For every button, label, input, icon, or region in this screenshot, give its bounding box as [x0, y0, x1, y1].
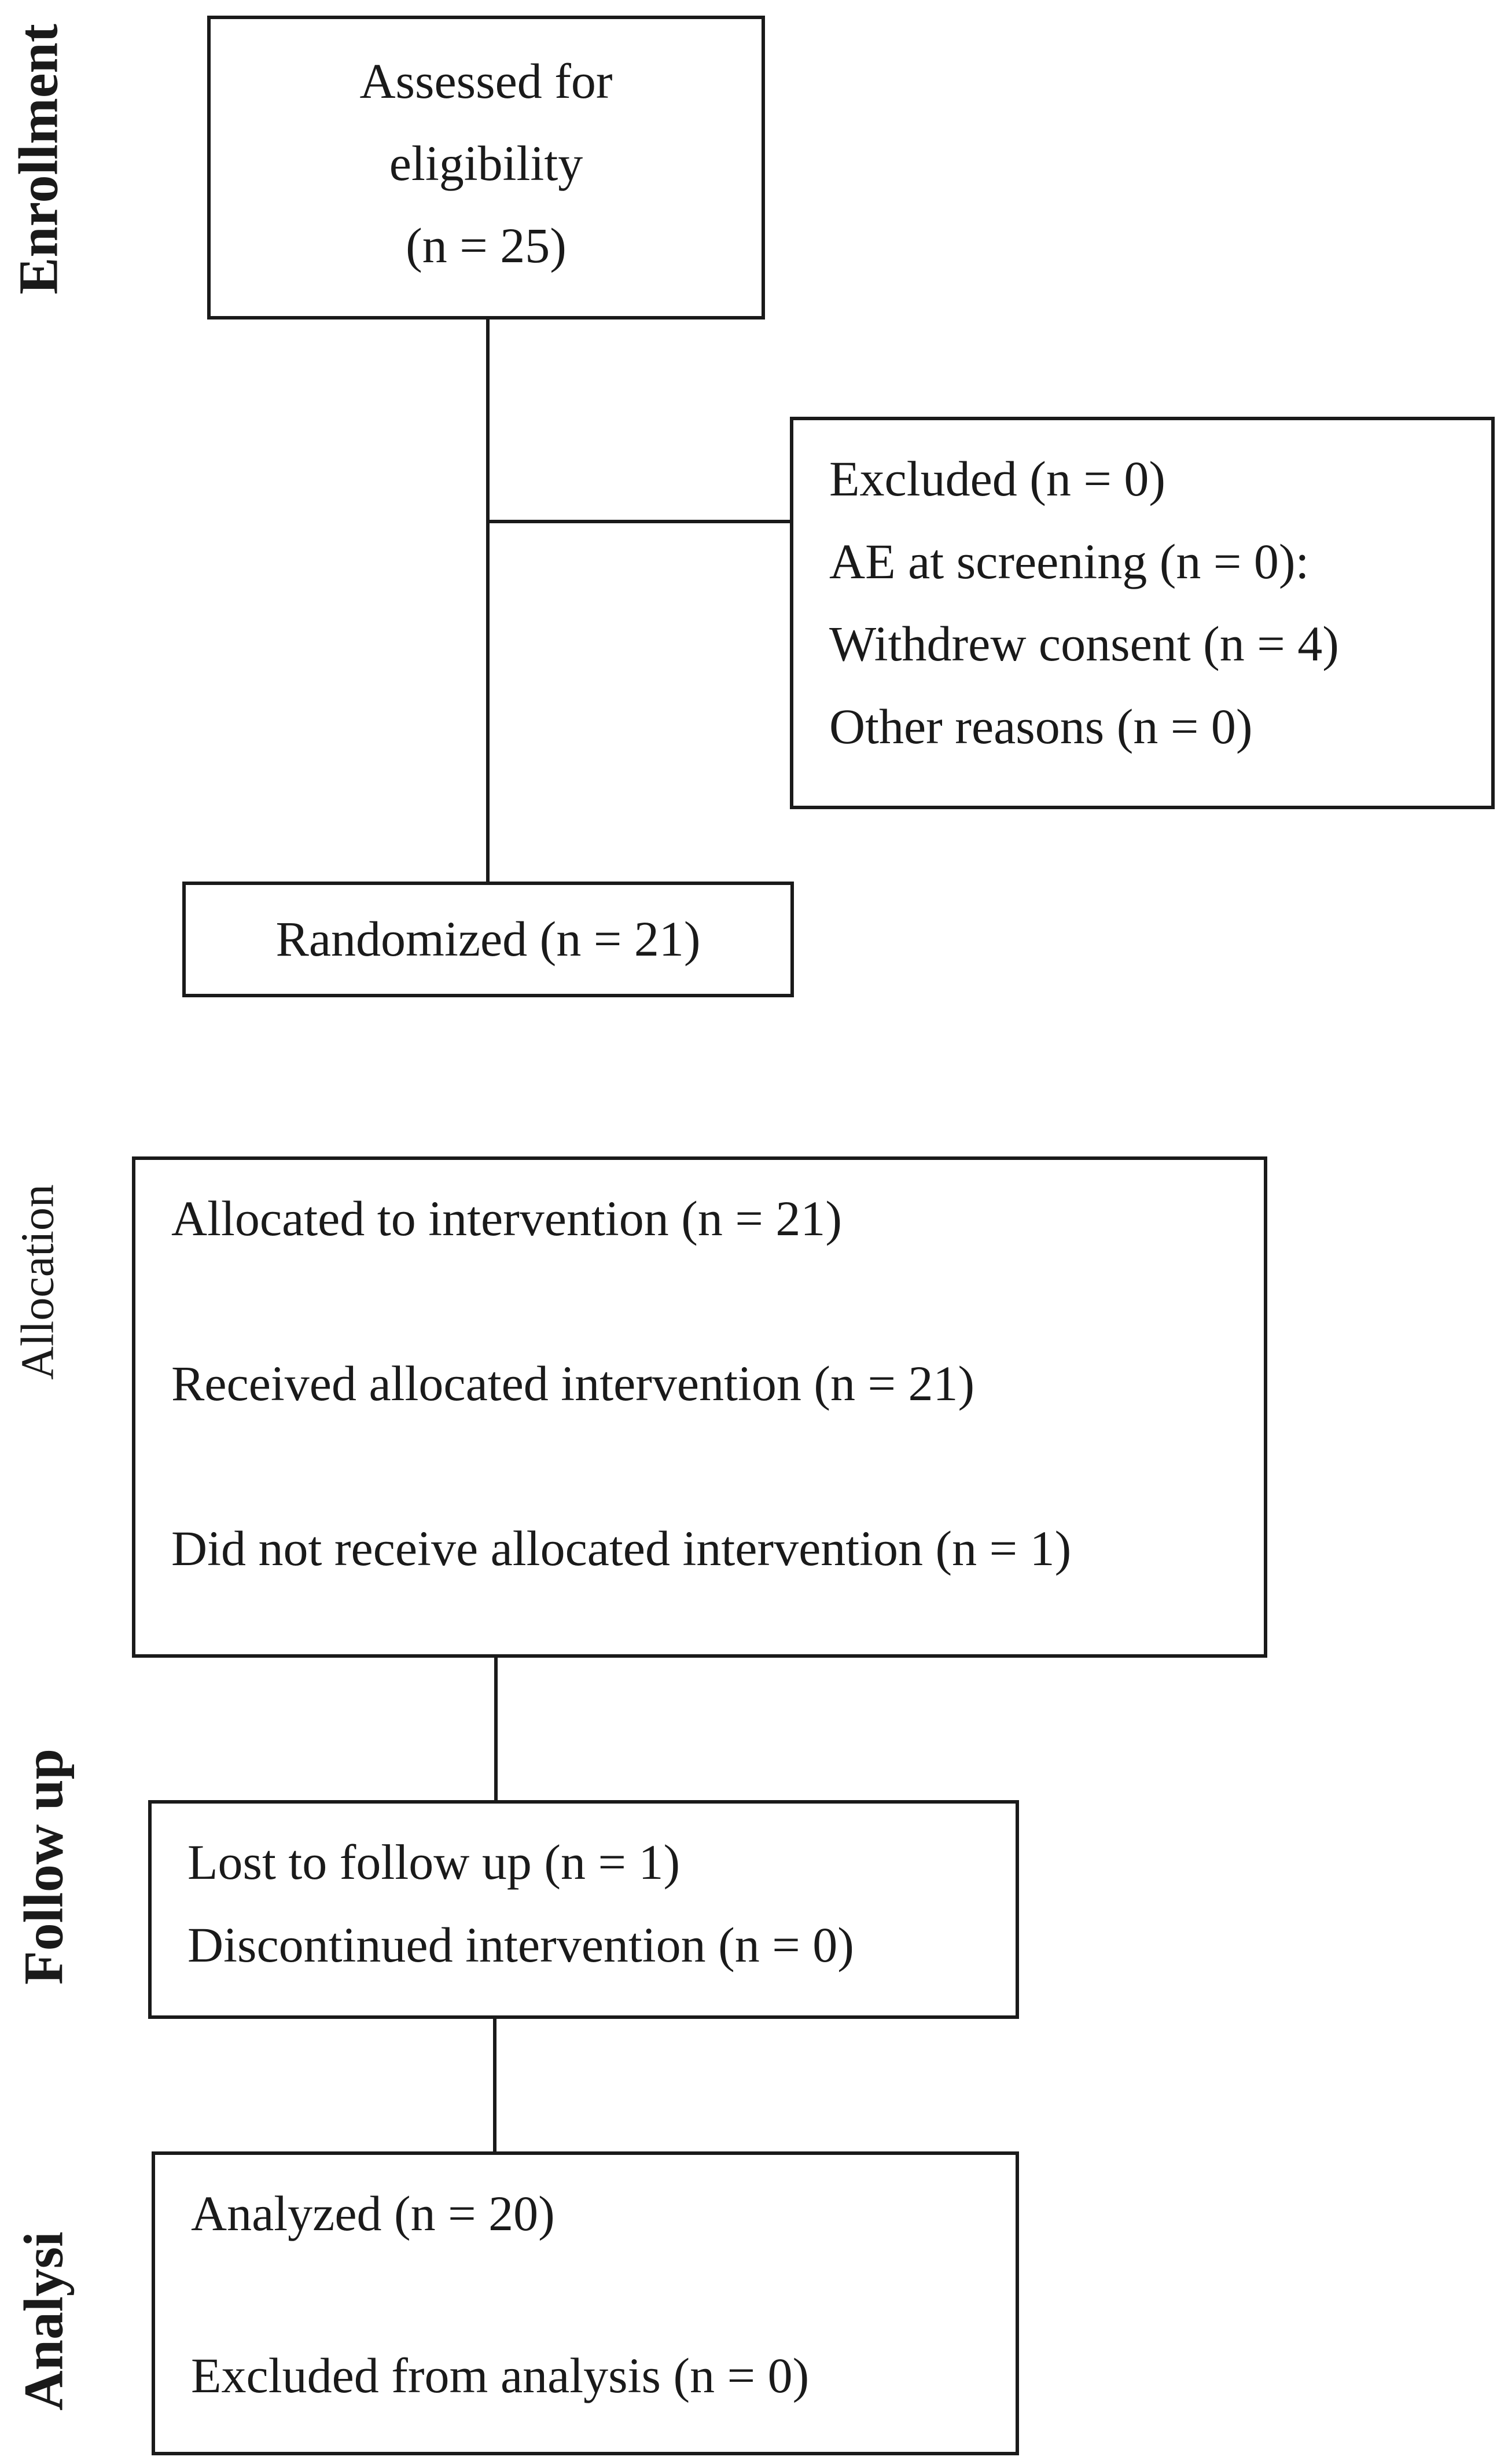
stage-label-analysis: Analysi — [12, 2231, 75, 2411]
excluded-line-1: Excluded (n = 0) — [829, 451, 1166, 506]
follow-up-line-1: Lost to follow up (n = 1) — [187, 1834, 681, 1890]
follow-up-line-2: Discontinued intervention (n = 0) — [187, 1917, 854, 1973]
randomized-line-1: Randomized (n = 21) — [275, 911, 701, 967]
randomized-box: Randomized (n = 21) — [182, 882, 794, 997]
follow-up-box: Lost to follow up (n = 1) Discontinued i… — [148, 1800, 1019, 2019]
assessed-line-3: (n = 25) — [406, 218, 567, 273]
connector-allocation-to-follow-up — [494, 1655, 498, 1800]
assessed-line-1: Assessed for — [359, 53, 613, 109]
excluded-box: Excluded (n = 0) AE at screening (n = 0)… — [790, 417, 1495, 809]
assessed-eligibility-box: Assessed for eligibility (n = 25) — [207, 16, 765, 320]
stage-label-allocation: Allocation — [12, 1184, 64, 1380]
allocation-line-3: Did not receive allocated intervention (… — [171, 1521, 1072, 1576]
analysis-line-1: Analyzed (n = 20) — [191, 2186, 555, 2241]
excluded-line-3: Withdrew consent (n = 4) — [829, 616, 1339, 671]
stage-label-enrollment: Enrollment — [7, 24, 69, 295]
stage-label-follow-up: Follow up — [12, 1748, 75, 1985]
allocation-line-1: Allocated to intervention (n = 21) — [171, 1191, 843, 1246]
analysis-line-2: Excluded from analysis (n = 0) — [191, 2348, 810, 2403]
assessed-line-2: eligibility — [389, 135, 583, 191]
connector-assessed-to-randomized — [486, 318, 490, 883]
connector-follow-up-to-analysis — [493, 2017, 496, 2151]
connector-to-excluded — [486, 520, 792, 523]
analysis-box: Analyzed (n = 20) Excluded from analysis… — [152, 2151, 1019, 2455]
allocation-box: Allocated to intervention (n = 21) Recei… — [132, 1156, 1267, 1658]
excluded-line-2: AE at screening (n = 0): — [829, 534, 1310, 589]
allocation-line-2: Received allocated intervention (n = 21) — [171, 1356, 975, 1411]
excluded-line-4: Other reasons (n = 0) — [829, 699, 1253, 754]
